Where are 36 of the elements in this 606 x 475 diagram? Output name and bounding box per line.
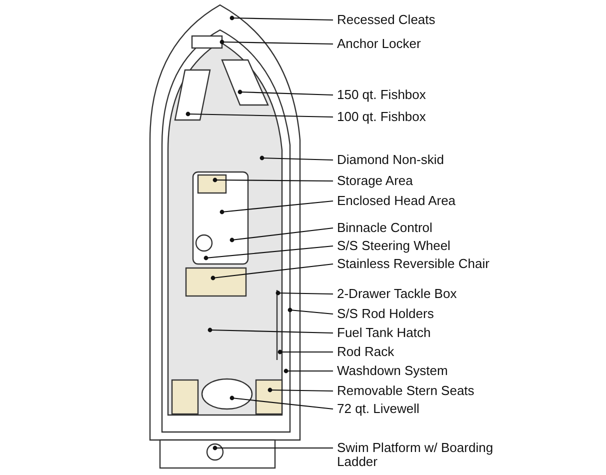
part-label: Swim Platform w/ Boarding Ladder: [337, 441, 517, 469]
leader-line: [230, 227, 334, 242]
part-label: Washdown System: [337, 364, 517, 378]
part-label: Diamond Non-skid: [337, 153, 517, 167]
part-label: 150 qt. Fishbox: [337, 88, 517, 102]
leader-line: [278, 350, 333, 354]
leader-line: [230, 16, 334, 21]
part-label: Recessed Cleats: [337, 13, 517, 27]
leader-line: [288, 308, 334, 315]
part-label: Binnacle Control: [337, 221, 517, 235]
part-label: Enclosed Head Area: [337, 194, 517, 208]
leader-line: [204, 245, 334, 260]
leader-line: [208, 328, 334, 334]
leader-line: [284, 368, 333, 374]
part-label: 100 qt. Fishbox: [337, 110, 517, 124]
leader-line: [230, 396, 334, 410]
leader-line: [212, 446, 333, 450]
part-label: Anchor Locker: [337, 37, 517, 51]
leader-line: [268, 388, 333, 392]
part-label: S/S Rod Holders: [337, 307, 517, 321]
part-label: Storage Area: [337, 174, 517, 188]
part-label: Stainless Reversible Chair: [337, 257, 517, 271]
leader-line: [276, 290, 333, 296]
leader-line: [186, 112, 334, 118]
part-label: Fuel Tank Hatch: [337, 326, 517, 340]
leader-line: [260, 156, 334, 161]
leader-line: [220, 200, 334, 214]
leader-line: [238, 90, 334, 96]
part-label: 72 qt. Livewell: [337, 402, 517, 416]
leader-line: [210, 263, 334, 280]
leader-line: [212, 178, 333, 182]
part-label: Removable Stern Seats: [337, 384, 517, 398]
part-label: Rod Rack: [337, 345, 517, 359]
part-label: S/S Steering Wheel: [337, 239, 517, 253]
part-label: 2-Drawer Tackle Box: [337, 287, 517, 301]
leader-line: [220, 40, 333, 45]
